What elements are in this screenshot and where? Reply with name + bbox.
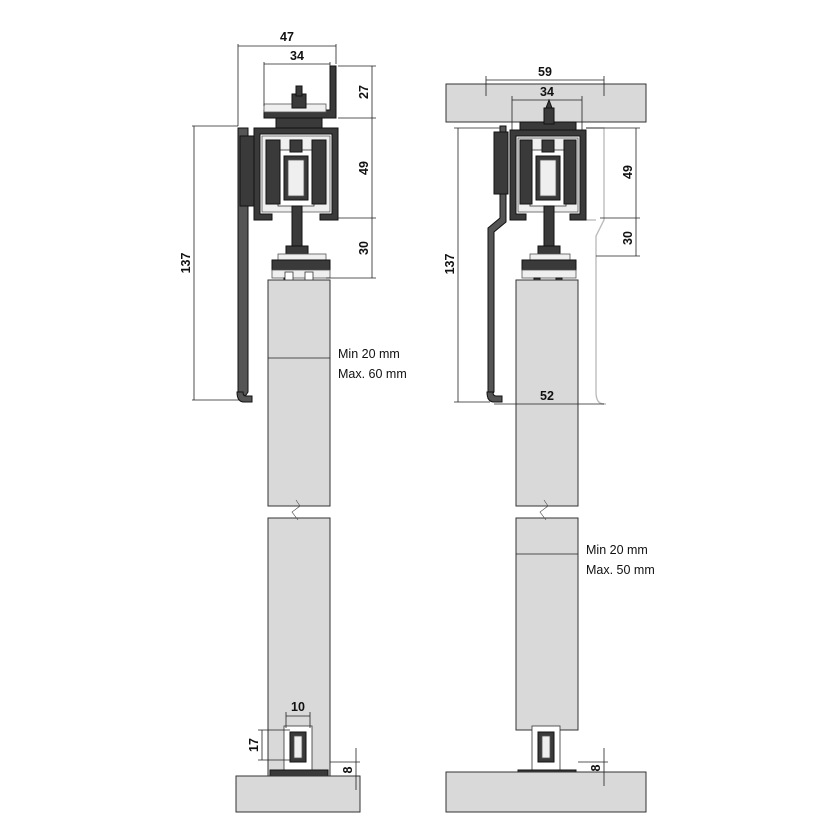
right-ceiling — [445, 83, 647, 123]
right-dim-top-width: 59 — [538, 65, 552, 79]
right-track-profile — [509, 129, 587, 221]
left-dimensions: 47 34 27 49 30 137 Min 20 mm Max. 60 mm — [179, 30, 407, 790]
left-floor-guide — [269, 725, 329, 799]
right-dim-floor-gap: 8 — [589, 764, 603, 771]
right-thickness-min: Min 20 mm — [586, 543, 648, 557]
left-dim-guide-width: 10 — [291, 700, 305, 714]
left-thickness-max: Max. 60 mm — [338, 367, 407, 381]
left-dim-bracket-width: 34 — [290, 49, 304, 63]
left-dim-total-height: 137 — [179, 253, 193, 274]
right-dimensions: 59 34 49 30 137 52 Min 20 mm Max. 50 mm — [443, 65, 655, 786]
left-dim-floor-gap: 8 — [341, 766, 355, 773]
left-floor — [235, 775, 361, 813]
left-dim-guide-height: 17 — [247, 738, 261, 752]
right-wall-profile — [486, 125, 509, 403]
right-dim-bracket-width: 34 — [540, 85, 554, 99]
left-view: 47 34 27 49 30 137 Min 20 mm Max. 60 mm — [179, 30, 407, 813]
left-thickness-min: Min 20 mm — [338, 347, 400, 361]
right-door-panel — [515, 279, 579, 731]
right-thickness-max: Max. 50 mm — [586, 563, 655, 577]
left-wall-profile — [236, 127, 255, 403]
right-dim-bottom-width: 52 — [540, 389, 554, 403]
left-dim-top-width: 47 — [280, 30, 294, 44]
right-dim-track-height: 49 — [621, 165, 635, 179]
right-floor — [445, 771, 647, 813]
left-dim-hanger-height: 30 — [357, 241, 371, 255]
right-view: 59 34 49 30 137 52 Min 20 mm Max. 50 mm — [443, 65, 655, 813]
left-dim-track-height: 49 — [357, 161, 371, 175]
right-dim-total-height: 137 — [443, 254, 457, 275]
right-dim-hanger-height: 30 — [621, 231, 635, 245]
left-dim-bracket-height: 27 — [357, 85, 371, 99]
left-mounting-bracket — [263, 65, 337, 129]
right-ghost-fascia — [586, 127, 606, 405]
